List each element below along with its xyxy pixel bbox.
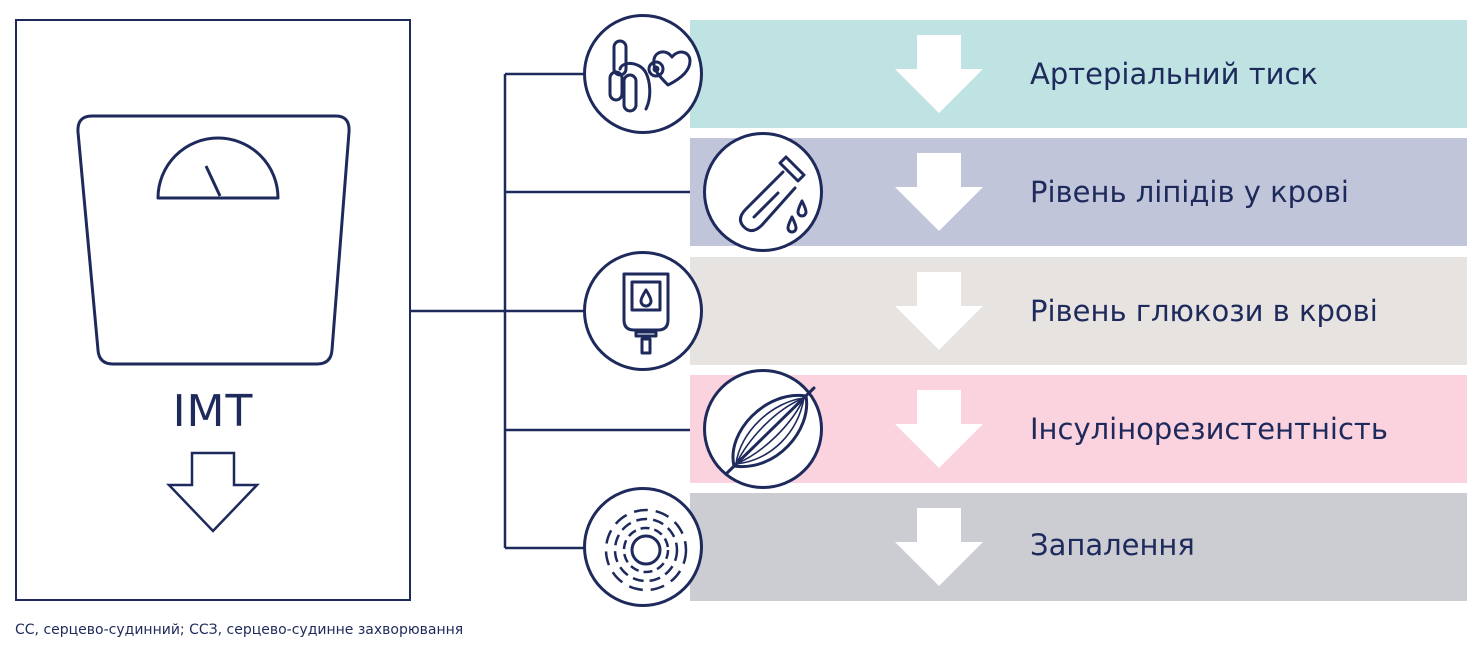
factor-label-glucose: Рівень глюкози в крові <box>1030 294 1378 328</box>
factor-label-lipids: Рівень ліпідів у крові <box>1030 175 1349 209</box>
down-arrow-icon <box>895 390 983 468</box>
footnote: СС, серцево-судинний; ССЗ, серцево-судин… <box>15 622 464 638</box>
down-arrow-icon <box>895 153 983 231</box>
down-arrow-icon <box>895 508 983 586</box>
factor-label-blood-pressure: Артеріальний тиск <box>1030 57 1318 91</box>
test-tube-drops-icon <box>703 132 823 252</box>
blood-pressure-heart-icon <box>583 14 703 134</box>
glucometer-icon <box>583 251 703 371</box>
bmi-panel <box>15 19 411 601</box>
factor-label-insulin-resistance: Інсулінорезистентність <box>1030 412 1388 446</box>
band-glucose <box>690 257 1467 365</box>
bmi-label: ІМТ <box>172 386 254 437</box>
down-arrow-icon <box>895 35 983 113</box>
band-blood-pressure <box>690 20 1467 128</box>
band-inflammation <box>690 493 1467 601</box>
factor-label-inflammation: Запалення <box>1030 528 1195 562</box>
weighing-scale-icon <box>76 114 351 366</box>
down-arrow-icon <box>895 272 983 350</box>
down-arrow-outline-icon <box>166 451 260 533</box>
muscle-fiber-icon <box>703 369 823 489</box>
inflammation-rings-icon <box>583 487 703 607</box>
